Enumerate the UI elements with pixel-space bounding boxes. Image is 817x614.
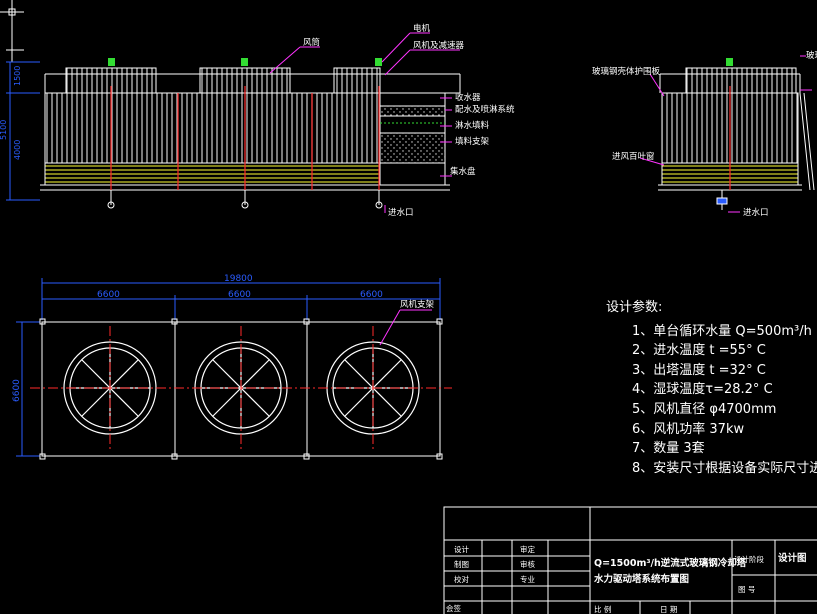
callout-wind-tube: 风筒 — [303, 37, 320, 48]
plan-view — [16, 278, 452, 460]
motor-markers — [108, 58, 382, 66]
tb-role-review: 审核 — [520, 559, 535, 569]
callout-basin: 集水盘 — [450, 166, 476, 177]
callout-water-distribution: 配水及喷淋系统 — [455, 104, 515, 115]
dim-bay-3: 6600 — [360, 290, 383, 300]
dim-width: 6600 — [12, 379, 22, 402]
tb-stage-value: 设计图 — [778, 552, 807, 564]
callout-motor: 电机 — [413, 23, 431, 34]
bay-dividers — [110, 86, 380, 190]
side-callout-guard: 玻璃钢壳体护围板 — [592, 66, 661, 77]
param-item: 1、单台循环水量 Q=500m³/h — [632, 323, 812, 339]
front-elevation — [6, 32, 461, 213]
tb-role-sign: 会签 — [446, 603, 461, 613]
param-item: 4、湿球温度τ=28.2° C — [632, 382, 773, 398]
front-dim-texts: 1500 5100 4000 — [0, 66, 22, 160]
tb-role-discipline: 专业 — [520, 574, 535, 584]
dim-height-top: 1500 — [13, 66, 22, 86]
callout-fan-reducer: 风机及减速器 — [413, 40, 465, 51]
title-block-labels: 设计 制图 校对 会签 审定 审核 专业 设计阶段 图 号 比 例 日 期 — [446, 544, 764, 614]
callout-inlet: 进水口 — [388, 207, 414, 218]
side-callout-inlet: 进水口 — [743, 207, 769, 218]
ucs-crosshair — [0, 0, 24, 62]
tb-title-2: 水力驱动塔系统布置图 — [594, 573, 689, 585]
tb-role-design: 设计 — [454, 544, 469, 554]
param-item: 2、进水温度 t =55° C — [632, 343, 766, 359]
front-height-dimension — [6, 61, 40, 201]
design-params: 设计参数: 1、单台循环水量 Q=500m³/h 2、进水温度 t =55° C… — [606, 298, 817, 478]
side-callouts: 玻璃钢壳体护围板 玻璃钢及护栏 进风百叶窗 进水口 — [592, 50, 817, 218]
design-params-title: 设计参数: — [606, 300, 663, 315]
plan-outline — [41, 321, 441, 457]
side-callout-railing: 玻璃钢及护栏 — [806, 50, 817, 61]
side-callout-air-inlet: 进风百叶窗 — [612, 151, 655, 162]
param-item: 6、风机功率 37kw — [632, 421, 745, 437]
dim-bay-2: 6600 — [228, 290, 251, 300]
param-item: 8、安装尺寸根据设备实际尺寸进 — [632, 460, 817, 476]
title-block — [443, 506, 817, 614]
param-item: 7、数量 3套 — [632, 441, 705, 457]
dim-total-length: 19800 — [224, 274, 253, 284]
fill-block — [379, 132, 446, 164]
title-block-titles: Q=1500m³/h逆流式玻璃钢冷却塔 水力驱动塔系统布置图 设计图 — [594, 552, 807, 585]
fan-stack-3 — [333, 67, 381, 94]
tb-drawing-no-label: 图 号 — [738, 585, 755, 594]
front-callouts: 风筒 电机 风机及减速器 收水器 配水及喷淋系统 淋水填料 填料支架 集水盘 进… — [303, 23, 515, 218]
callout-collector: 收水器 — [455, 92, 481, 103]
callout-fill: 淋水填料 — [455, 120, 490, 131]
param-item: 5、风机直径 φ4700mm — [632, 401, 777, 417]
tb-date-label: 日 期 — [660, 605, 677, 614]
front-leaders — [269, 32, 460, 213]
dim-bay-1: 6600 — [97, 290, 120, 300]
tb-role-drawing: 制图 — [454, 559, 469, 569]
tb-title-1: Q=1500m³/h逆流式玻璃钢冷却塔 — [594, 557, 747, 569]
tb-role-check: 校对 — [454, 574, 469, 584]
param-item: 3、出塔温度 t =32° C — [632, 362, 766, 378]
pipe-outlets — [107, 190, 383, 209]
dim-height-total: 5100 — [0, 120, 8, 140]
tb-role-approve: 审定 — [520, 544, 535, 554]
side-elevation — [639, 55, 815, 213]
callout-fill-support: 填料支架 — [455, 136, 490, 147]
plan-callout-fan-support: 风机支架 — [400, 299, 435, 310]
dim-height-body: 4000 — [13, 140, 22, 160]
tb-stage-label: 设计阶段 — [734, 554, 764, 564]
tb-scale-label: 比 例 — [594, 604, 611, 614]
plan-dim-texts: 19800 6600 6600 6600 6600 — [12, 274, 383, 402]
